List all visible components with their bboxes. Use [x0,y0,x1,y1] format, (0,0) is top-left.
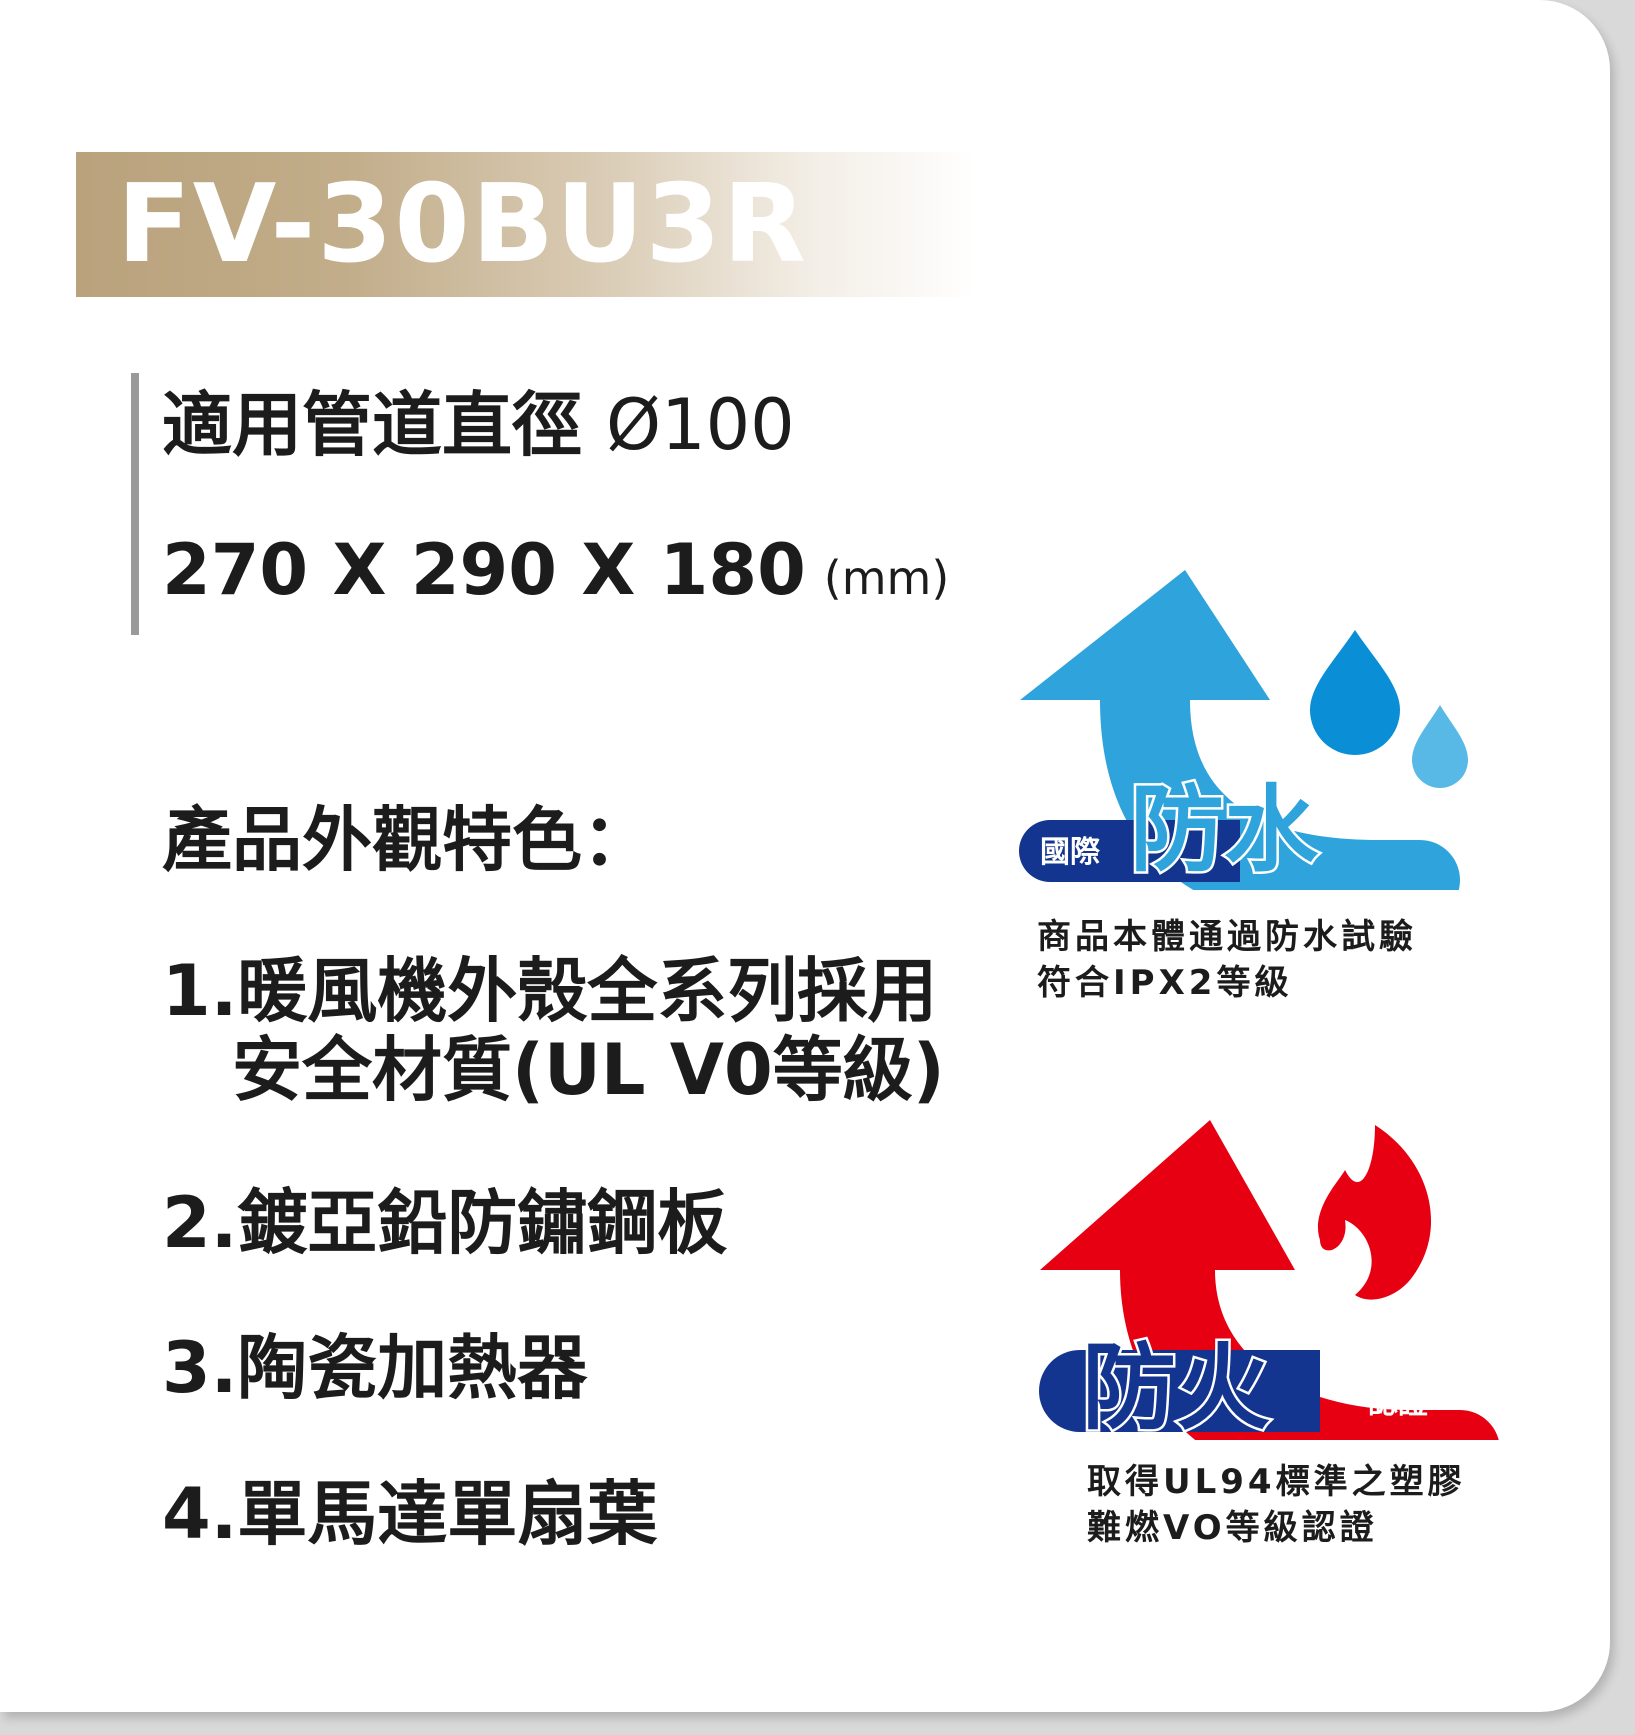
feature-item-4: 4.單馬達單扇葉 [162,1473,658,1555]
waterproof-caption-line-1: 商品本體通過防水試驗 [1037,917,1417,957]
water-big-label: 防水 [1130,776,1319,885]
fire-label-bar [1039,1350,1320,1432]
duct-label: 適用管道直徑 [162,384,582,466]
waterproof-caption: 商品本體通過防水試驗 符合IPX2等級 [1037,914,1417,1006]
waterproof-caption-line-2: 符合IPX2等級 [1037,963,1293,1003]
fire-small-label: 認證 [1368,1386,1429,1421]
fireproof-badge: 防火 認證 [1020,1110,1530,1440]
water-drop-small-icon [1412,705,1468,788]
features-title: 產品外觀特色： [162,799,652,881]
water-label-bar [1019,820,1240,882]
water-drop-icon [1310,630,1400,755]
duct-diameter-spec: 適用管道直徑 Ø100 [162,380,795,470]
waterproof-badge: 國際 防水 [1000,560,1520,890]
feature-item-3: 3.陶瓷加熱器 [162,1327,588,1409]
product-card: FV-30BU3R 適用管道直徑 Ø100 270 X 290 X 180 (mm)… [0,0,1610,1712]
water-arrow-shape [1020,570,1460,890]
dimensions-value: 270 X 290 X 180 [162,529,806,611]
fireproof-caption: 取得UL94標準之塑膠 難燃VO等級認證 [1087,1459,1466,1551]
water-small-label: 國際 [1040,835,1100,870]
fireproof-caption-line-2: 難燃VO等級認證 [1087,1508,1378,1548]
fireproof-caption-line-1: 取得UL94標準之塑膠 [1087,1462,1466,1502]
feature-item-1: 1.暖風機外殼全系列採用 [162,950,938,1032]
dimensions-spec: 270 X 290 X 180 (mm) [162,525,949,623]
duct-value: Ø100 [606,384,795,466]
dimensions-unit: (mm) [823,551,950,605]
spec-divider [131,373,139,635]
feature-item-2: 2.鍍亞鉛防鏽鋼板 [162,1182,728,1264]
fire-big-label: 防火 [1082,1334,1270,1440]
feature-item-1-continued: 安全材質(UL V0等級) [232,1029,945,1111]
model-banner [76,152,976,297]
model-name: FV-30BU3R [117,162,808,287]
flame-icon [1317,1125,1432,1300]
